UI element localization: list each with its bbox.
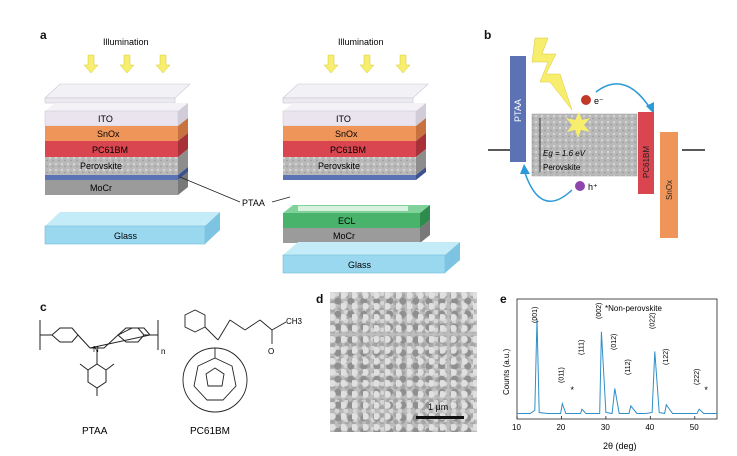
- pcbm-caption: PC61BM: [190, 426, 230, 437]
- left-layer-snox: [45, 118, 188, 141]
- right-layer-perovskite: [283, 149, 426, 175]
- xrd-peak-label: (001): [532, 307, 539, 323]
- left-layer-mocr: [45, 172, 188, 195]
- xrd-xtick-label: 20: [556, 423, 565, 432]
- xrd-note: *Non-perovskite: [605, 304, 662, 313]
- panel-d-letter: d: [316, 292, 324, 306]
- pcbm-oxygen-label: O: [268, 347, 274, 356]
- right-mocr-label: MoCr: [333, 231, 355, 241]
- pcbm-band: [638, 112, 654, 194]
- ptaa-nitrogen: N: [93, 345, 99, 354]
- left-mocr-label: MoCr: [90, 183, 112, 193]
- left-glass-label: Glass: [114, 231, 138, 241]
- sem-scalebar-label: 1 μm: [428, 402, 449, 412]
- hole-label: h⁺: [588, 182, 598, 192]
- left-illumination-label: Illumination: [103, 37, 149, 47]
- left-layer-ptaa: [45, 167, 188, 180]
- xrd-peak-label: (002): [596, 303, 603, 319]
- electron-arrowhead: [646, 102, 654, 114]
- ptaa-band-label: PTAA: [513, 99, 523, 122]
- panel-a-figure: Illumination ITO SnOx PC61BM Perovskite: [44, 37, 460, 274]
- xrd-xtick-label: 10: [512, 423, 521, 432]
- absorption-star-icon: [566, 112, 590, 138]
- left-perovskite-label: Perovskite: [80, 161, 122, 171]
- xrd-chart: *Non-perovskite Counts (a.u.) 2θ (deg) 1…: [502, 298, 718, 451]
- panel-a-letter: a: [40, 28, 47, 42]
- left-ito-label: ITO: [98, 114, 113, 124]
- lightning-bolt-icon: [531, 37, 573, 111]
- panel-b-band-diagram: PTAA Eg = 1.6 eV Perovskite e⁻ h⁺ PC61BM…: [488, 37, 705, 238]
- xrd-peak-label: (012): [611, 334, 618, 350]
- right-illumination-arrows: [323, 54, 411, 74]
- panel-c-structures: N n PTAA O CH3 PC61BM: [39, 309, 303, 437]
- right-illumination-label: Illumination: [338, 37, 384, 47]
- right-glass-label: Glass: [348, 260, 372, 270]
- panel-b-letter: b: [484, 28, 492, 42]
- pcbm-methyl-label: CH3: [286, 317, 303, 326]
- left-top-plate: [44, 83, 191, 104]
- ptaa-band: [510, 56, 526, 162]
- xrd-peak-label: (112): [625, 359, 632, 375]
- ptaa-caption: PTAA: [82, 426, 108, 437]
- xrd-xtick-label: 50: [690, 423, 699, 432]
- ptaa-structure: [39, 320, 159, 396]
- xrd-peak-label: (222): [694, 369, 701, 385]
- electron-transfer-arrow: [595, 83, 651, 109]
- perovskite-band-label: Perovskite: [543, 163, 581, 172]
- left-snox-label: SnOx: [97, 129, 120, 139]
- ptaa-subscript-n: n: [161, 347, 165, 356]
- right-snox-label: SnOx: [335, 129, 358, 139]
- xrd-peak-label: *: [704, 385, 708, 395]
- right-ecl-label: ECL: [338, 216, 356, 226]
- xrd-plot-frame: [516, 298, 718, 420]
- xrd-peak-label: *: [571, 385, 575, 395]
- right-top-plate: [282, 83, 429, 104]
- xrd-peak-label: (122): [663, 349, 670, 365]
- right-layer-snox: [283, 118, 426, 141]
- ptaa-callout-line-right: [271, 196, 291, 203]
- sem-image: 1 μm: [330, 292, 477, 432]
- right-layer-ito: [282, 103, 426, 127]
- left-pcbm-label: PC61BM: [92, 145, 128, 155]
- right-layer-mocr: [283, 220, 430, 243]
- panel-e-letter: e: [500, 292, 507, 306]
- pcbm-band-label: PC61BM: [642, 146, 651, 178]
- hole-transfer-arrow: [523, 169, 573, 202]
- bandgap-label: Eg = 1.6 eV: [543, 149, 586, 158]
- xrd-peak-label: (011): [558, 367, 565, 383]
- snox-band: [660, 132, 678, 238]
- hole-arrowhead: [520, 164, 530, 174]
- xrd-series-line: [517, 318, 717, 415]
- left-layer-ito: [44, 103, 188, 127]
- right-layer-glass: [282, 242, 460, 274]
- sem-scalebar: [416, 416, 464, 419]
- pcbm-structure: [182, 309, 287, 413]
- left-layer-glass: [44, 212, 220, 245]
- right-perovskite-label: Perovskite: [318, 161, 360, 171]
- left-layer-perovskite: [45, 149, 188, 175]
- ptaa-callout-line-left: [179, 176, 241, 203]
- snox-band-label: SnOx: [665, 180, 674, 200]
- electron-label: e⁻: [594, 96, 604, 106]
- xrd-peak-label: (022): [650, 313, 657, 329]
- right-layer-ecl: [283, 205, 430, 228]
- right-layer-ptaa: [283, 167, 426, 180]
- left-illumination-arrows: [83, 54, 171, 74]
- hole-icon: [575, 181, 585, 191]
- xrd-xlabel: 2θ (deg): [603, 441, 637, 451]
- electron-icon: [581, 95, 591, 105]
- xrd-xtick-label: 30: [601, 423, 610, 432]
- right-pcbm-label: PC61BM: [330, 145, 366, 155]
- panel-c-letter: c: [40, 300, 47, 314]
- xrd-xtick-label: 40: [645, 423, 654, 432]
- right-ito-label: ITO: [336, 114, 351, 124]
- ptaa-callout-label: PTAA: [242, 198, 265, 208]
- xrd-peak-label: (111): [578, 340, 585, 355]
- xrd-ylabel: Counts (a.u.): [502, 348, 511, 395]
